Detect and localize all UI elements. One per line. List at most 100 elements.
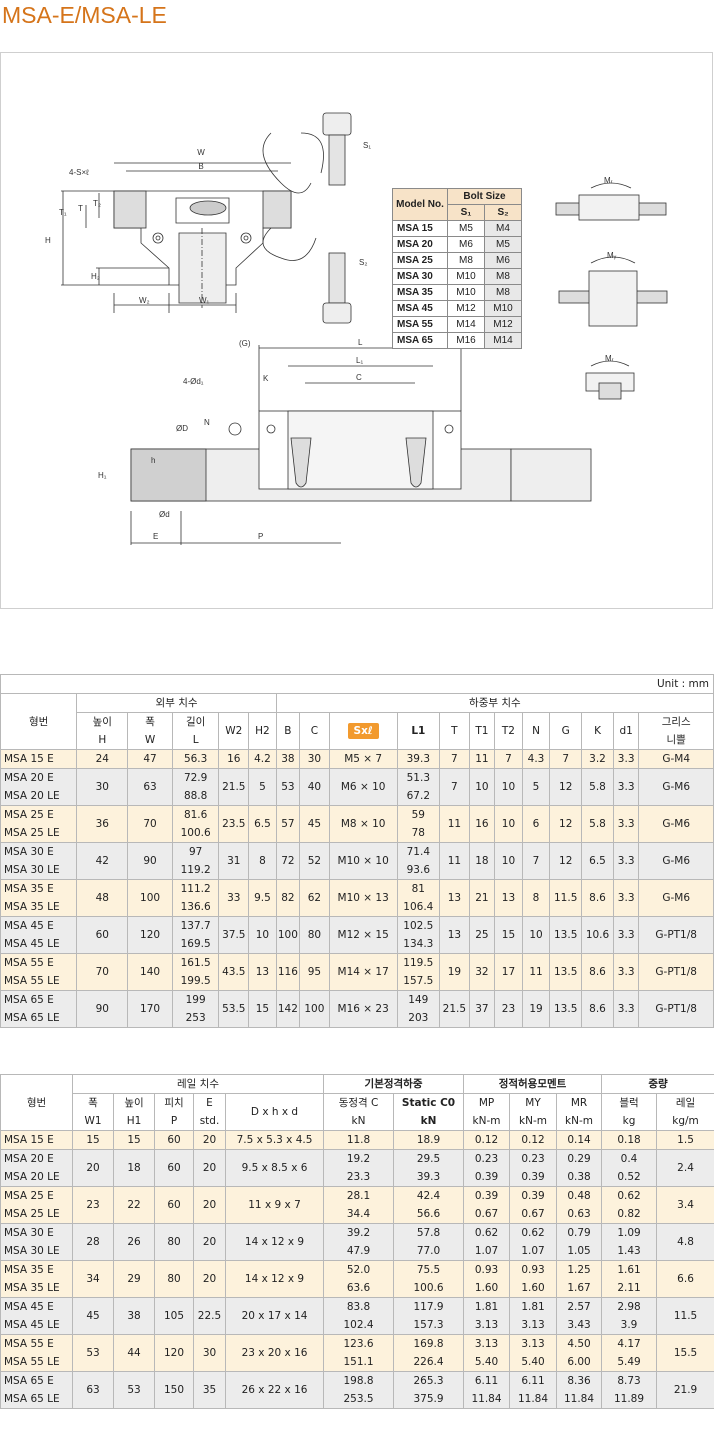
t2-cell-model: MSA 55 E MSA 55 LE [0,1334,73,1372]
t1-cell-c: 45 [299,805,330,843]
t2-cell-my: 0.39 0.67 [509,1186,558,1224]
bolt-model: MSA 20 [392,236,448,253]
t2-cell-c0: 42.4 56.6 [393,1186,465,1224]
t2-cell-h1: 26 [113,1223,155,1261]
dim-g: (G) [239,339,251,348]
t2-cell-c: 83.8 102.4 [323,1297,395,1335]
t2-cell-rail: 21.9 [656,1371,714,1409]
t1-cell-l: 161.5 199.5 [171,953,220,991]
t1-cell-grease: G-M6 [638,842,714,880]
t1-cell-s: M16 × 23 [328,990,398,1028]
t1-cell-h: 60 [76,916,129,954]
t2-cell-c0: 57.8 77.0 [393,1223,465,1261]
bolt-model: MSA 30 [392,268,448,285]
t1-cell-k: 8.6 [581,879,614,917]
t1-col-header: W2 [218,712,250,750]
t2-cell-rail: 11.5 [656,1297,714,1335]
t1-cell-h2: 13 [248,953,277,991]
t2-cell-rail: 2.4 [656,1149,714,1187]
t2-cell-my: 0.62 1.07 [509,1223,558,1261]
t1-cell-c: 95 [299,953,330,991]
dim-t2: T₂ [93,199,101,208]
t2-cell-e: 35 [193,1371,226,1409]
t2-cell-mp: 0.23 0.39 [463,1149,511,1187]
t1-cell-n: 6 [521,805,551,843]
t2-col-header: 레일 kg/m [656,1093,714,1131]
t1-cell-w: 100 [127,879,173,917]
t2-cell-p: 60 [154,1130,194,1150]
bolt-s1-value: M8 [447,252,485,269]
t1-cell-l1: 102.5 134.3 [396,916,441,954]
t1-cell-h2: 6.5 [248,805,277,843]
bolt-s2-header: S₂ [484,204,522,221]
t1-cell-t1: 18 [468,842,496,880]
t2-cell-block: 1.61 2.11 [601,1260,658,1298]
t2-cell-model: MSA 20 E MSA 20 LE [0,1149,73,1187]
t1-cell-s: M6 × 10 [328,768,398,806]
t2-cell-w1: 15 [72,1130,114,1150]
t2-cell-p: 80 [154,1223,194,1261]
dim-od: ØD [176,424,188,433]
t1-cell-g: 7 [549,749,583,769]
t1-cell-s: M8 × 10 [328,805,398,843]
t1-cell-t: 7 [439,749,470,769]
t1-cell-b: 100 [275,916,301,954]
t1-cell-b: 57 [275,805,301,843]
t1-cell-g: 13.5 [549,990,583,1028]
t2-cell-c0: 29.5 39.3 [393,1149,465,1187]
dim-p: P [258,532,263,541]
t1-cell-b: 72 [275,842,301,880]
bolt-size-header: Bolt Size [447,188,522,205]
t2-col-header: MP kN-m [463,1093,511,1131]
t1-cell-t1: 32 [468,953,496,991]
t1-cell-w2: 21.5 [218,768,250,806]
t1-cell-grease: G-M4 [638,749,714,769]
t2-moment-header: 정적허용모멘트 [463,1074,603,1094]
bolt-s1-value: M16 [447,332,485,349]
t1-col-header: T1 [468,712,496,750]
t2-cell-mp: 1.81 3.13 [463,1297,511,1335]
t2-cell-model: MSA 15 E [0,1130,73,1150]
t1-cell-l: 137.7 169.5 [171,916,220,954]
t2-model-header: 형번 [0,1074,73,1131]
t2-cell-p: 80 [154,1260,194,1298]
t1-cell-n: 10 [521,916,551,954]
t2-cell-my: 6.11 11.84 [509,1371,558,1409]
t1-cell-n: 5 [521,768,551,806]
t2-cell-model: MSA 25 E MSA 25 LE [0,1186,73,1224]
t1-cell-h: 70 [76,953,129,991]
t2-cell-p: 60 [154,1149,194,1187]
t1-cell-n: 4.3 [521,749,551,769]
block-front-view [61,162,292,313]
t2-cell-mp: 0.39 0.67 [463,1186,511,1224]
t2-cell-c: 198.8 253.5 [323,1371,395,1409]
t1-cell-k: 3.2 [581,749,614,769]
t2-cell-w1: 20 [72,1149,114,1187]
t1-cell-h: 42 [76,842,129,880]
dim-b: B [198,162,203,171]
bolt-s2-value: M10 [484,300,522,317]
t1-cell-d1: 3.3 [612,879,640,917]
t1-cell-c: 100 [299,990,330,1028]
t1-cell-s: M14 × 17 [328,953,398,991]
t2-cell-c0: 18.9 [393,1130,465,1150]
t2-col-header: MR kN-m [556,1093,603,1131]
t2-cell-e: 20 [193,1130,226,1150]
t1-cell-w: 47 [127,749,173,769]
t1-cell-h: 24 [76,749,129,769]
dim-w2: W₂ [139,296,150,305]
dim-n: N [204,418,210,427]
t2-cell-c0: 117.9 157.3 [393,1297,465,1335]
t1-cell-l: 56.3 [171,749,220,769]
t1-cell-t2: 10 [494,842,523,880]
t1-cell-model: MSA 55 E MSA 55 LE [0,953,78,991]
bolt-s1-value: M10 [447,284,485,301]
t2-cell-p: 120 [154,1334,194,1372]
t1-cell-model: MSA 30 E MSA 30 LE [0,842,78,880]
dim-t: T [78,204,83,213]
t1-col-header: d1 [612,712,640,750]
